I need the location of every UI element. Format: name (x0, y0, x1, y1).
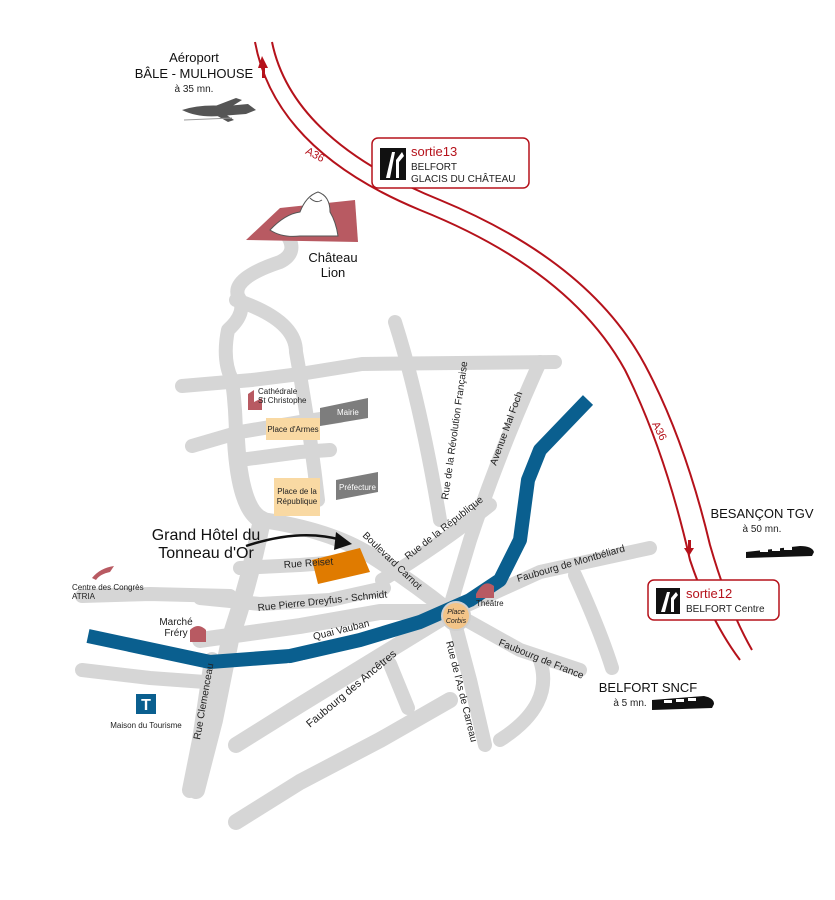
road-top-horizontal (175, 355, 562, 393)
tourisme-label: Maison du Tourisme (110, 721, 182, 730)
marche-line1: Marché (159, 617, 193, 628)
place-corbis: Place Corbis (441, 601, 471, 631)
arrow-icon (245, 533, 343, 548)
road-congres (75, 587, 237, 603)
sncf-time: à 5 mn. (613, 698, 646, 709)
prefecture: Préfecture (336, 472, 378, 500)
road-faub-france (445, 605, 587, 677)
cathedrale-line2: St Christophe (258, 396, 307, 405)
place-republique: Place de la République (274, 478, 320, 516)
arrow-icon (334, 532, 352, 550)
road-quai-vauban (192, 604, 453, 648)
road-lower-diagonal (228, 692, 458, 830)
road-clemenceau-north (187, 431, 271, 799)
street-rue-reiset: Rue Reiset (283, 557, 333, 571)
road-rue-as (445, 605, 492, 752)
exit-13-line2: GLACIS DU CHÂTEAU (411, 172, 515, 185)
road-faub-ancetres (228, 604, 460, 753)
hotel: Grand Hôtel du Tonneau d'Or (152, 527, 370, 584)
highway-a36: A36 A36 (254, 41, 753, 661)
besancon-time: à 50 mn. (743, 524, 782, 535)
corbis-line2: Corbis (446, 618, 467, 625)
theatre-icon (476, 583, 494, 598)
corbis-line1: Place (447, 609, 465, 616)
exit-12-line1: BELFORT Centre (686, 604, 765, 615)
besancon-tgv: BESANÇON TGV à 50 mn. (710, 506, 814, 558)
road-republique-horizontal (233, 443, 337, 467)
tourisme-icon-letter: T (141, 697, 151, 714)
exit-13-sign: sortie13 BELFORT GLACIS DU CHÂTEAU (371, 137, 530, 189)
airport-time: à 35 mn. (175, 84, 214, 95)
road-oldtown-west (229, 293, 325, 507)
sncf-line1: BELFORT SNCF (599, 680, 698, 695)
highway-exit-icon (656, 588, 680, 614)
tourism-t-icon (136, 694, 156, 714)
exit-12-title: sortie12 (686, 586, 732, 601)
road-montbeliard-branch (568, 568, 619, 675)
highway-exit-icon (380, 148, 406, 180)
airport-label: Aéroport BÂLE - MULHOUSE à 35 mn. (135, 50, 256, 122)
belfort-sncf: BELFORT SNCF à 5 mn. (599, 680, 714, 710)
road-bd-carnot (254, 512, 458, 620)
airport-line2: BÂLE - MULHOUSE (135, 66, 254, 81)
highway-lane-east (271, 41, 753, 651)
train-icon (746, 546, 814, 558)
road-france-branch (493, 653, 551, 747)
marche-frery: Marché Fréry (159, 617, 206, 642)
congres-line1: Centre des Congrès (72, 583, 144, 592)
castle-lion: Château Lion (246, 191, 358, 280)
cathedrale-icon (248, 390, 262, 410)
marche-line2: Fréry (164, 628, 187, 639)
arrow-icon (684, 540, 694, 556)
road-rue-republique (375, 498, 497, 587)
castle-line2: Lion (321, 265, 346, 280)
theatre: Théâtre (476, 583, 504, 608)
hotel-line1: Grand Hôtel du (152, 527, 261, 544)
street-rue-revolution: Rue de la Révolution Française (440, 360, 470, 500)
train-icon (652, 696, 714, 710)
lion-statue-icon (269, 191, 339, 237)
place-republique-line2: République (277, 497, 318, 506)
besancon-line1: BESANÇON TGV (710, 506, 813, 521)
centre-congres: Centre des Congrès ATRIA (72, 566, 144, 601)
congres-icon (92, 566, 114, 580)
airplane-icon (182, 98, 256, 122)
exit-12-sign: sortie12 BELFORT Centre (647, 579, 780, 621)
castle-line1: Château (308, 250, 357, 265)
hotel-building (312, 548, 370, 584)
cathedrale: Cathédrale St Christophe (248, 387, 307, 410)
theatre-label: Théâtre (476, 599, 504, 608)
marche-icon (190, 626, 206, 642)
exit-13-line1: BELFORT (411, 162, 457, 173)
river-savoureuse (86, 395, 594, 669)
highway-label-a36: A36 (303, 145, 326, 165)
arrow-icon (258, 56, 268, 78)
exit-13-title: sortie13 (411, 144, 457, 159)
mairie-label: Mairie (337, 408, 359, 417)
road-avenue-foch (445, 355, 547, 607)
maison-tourisme: T Maison du Tourisme (110, 694, 182, 730)
highway-lane-west (254, 41, 741, 661)
road-west-lower (75, 663, 212, 689)
cathedrale-line1: Cathédrale (258, 387, 298, 396)
road-network (75, 225, 657, 830)
congres-line2: ATRIA (72, 592, 96, 601)
hotel-line2: Tonneau d'Or (158, 545, 254, 562)
place-armes: Place d'Armes (266, 418, 320, 440)
airport-line1: Aéroport (169, 50, 219, 65)
road-clemenceau-south (182, 652, 220, 798)
road-rue-revolution (388, 315, 447, 527)
place-armes-label: Place d'Armes (267, 425, 318, 434)
mairie: Mairie (320, 398, 368, 426)
prefecture-label: Préfecture (339, 483, 376, 492)
road-ancetres-branch (383, 657, 415, 715)
place-republique-line1: Place de la (277, 487, 317, 496)
